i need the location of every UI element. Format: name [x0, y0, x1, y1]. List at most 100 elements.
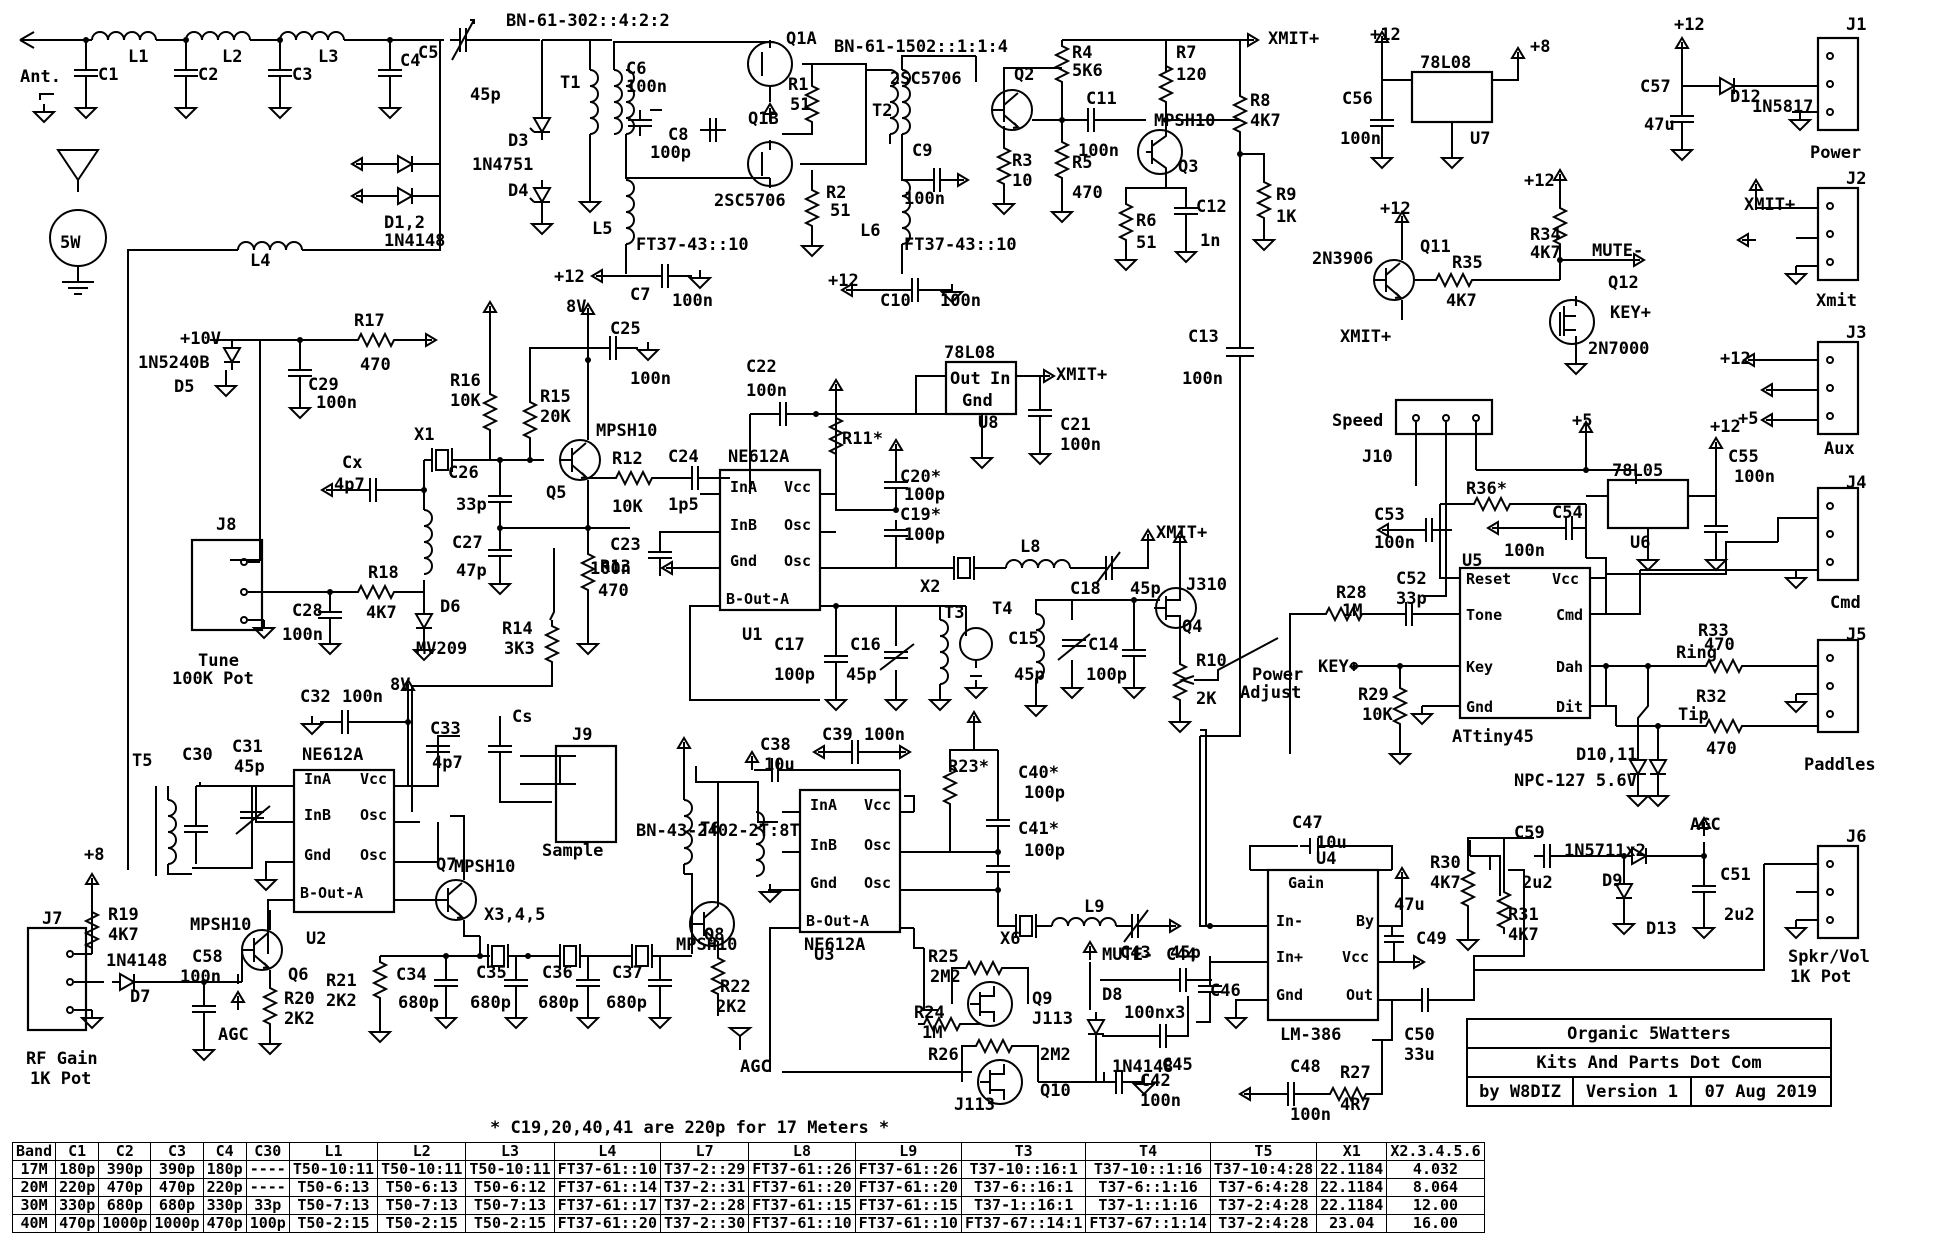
band-table-cell: FT37-67::1:14	[1085, 1214, 1211, 1233]
pin-inb: InB	[730, 516, 757, 534]
band-table-cell: T37-2::31	[659, 1178, 750, 1197]
tx-protection-diodes	[351, 39, 612, 235]
label-d12: D12	[1730, 87, 1761, 107]
label-p12: +12	[1380, 199, 1411, 219]
label-u6: U6	[1630, 533, 1650, 553]
band-table-cell: 470p	[55, 1214, 100, 1233]
pin-by: By	[1356, 912, 1374, 930]
label-c10v: 100n	[940, 291, 981, 311]
label-q2type: 2SC5706	[890, 69, 962, 89]
label-t6: T6	[700, 819, 720, 839]
label-keyp: KEY+	[1318, 657, 1359, 677]
label-c47: C47	[1292, 813, 1323, 833]
label-r25: R25	[928, 947, 959, 967]
band-table-header-cell: T4	[1085, 1142, 1211, 1161]
label-c23v: 100n	[590, 559, 631, 579]
label-p12: +12	[1370, 25, 1401, 45]
label-c21: C21	[1060, 415, 1091, 435]
label-u8reg: 78L08	[944, 343, 995, 363]
band-table-cell: T37-2::30	[659, 1214, 750, 1233]
pin-inp: In+	[1276, 948, 1303, 966]
label-paddles: Paddles	[1804, 755, 1876, 775]
label-c25: C25	[610, 319, 641, 339]
label-c48: C48	[1290, 1057, 1321, 1077]
band-table-header-cell: C2	[98, 1142, 152, 1161]
band-table-cell: FT37-61::17	[553, 1196, 662, 1215]
label-r12: R12	[612, 449, 643, 469]
band-table-cell: 16.00	[1386, 1214, 1485, 1233]
label-c28v: 100n	[282, 625, 323, 645]
rf-gain-q6	[26, 873, 283, 1061]
mixer-u1	[647, 360, 1155, 701]
band-table-cell: 12.00	[1386, 1196, 1485, 1215]
label-r4: R4	[1072, 43, 1092, 63]
band-table-cell: 680p	[98, 1196, 152, 1215]
label-c38: C38	[760, 735, 791, 755]
label-aux: Aux	[1824, 439, 1855, 459]
label-r11: R11*	[842, 429, 883, 449]
band-table-cell: 470p	[202, 1214, 247, 1233]
label-q3: Q3	[1178, 157, 1198, 177]
band-table-cell: T37-2:4:28	[1209, 1196, 1318, 1215]
label-ne612: NE612A	[804, 935, 865, 955]
label-agc: AGC	[218, 1025, 249, 1045]
label-d8type: 1N4148	[1112, 1057, 1173, 1077]
label-r19v: 4K7	[108, 925, 139, 945]
label-keyp: KEY+	[1610, 303, 1651, 323]
label-c59: C59	[1514, 823, 1545, 843]
label-c7: C7	[630, 285, 650, 305]
label-t5: T5	[132, 751, 152, 771]
label-bn611502: BN-61-1502::1:1:4	[834, 37, 1008, 57]
label-r13v: 470	[598, 581, 629, 601]
band-table-cell: 23.04	[1316, 1214, 1388, 1233]
band-table-cell: T50-10:11	[465, 1160, 555, 1179]
band-table-cell: T50-6:12	[465, 1178, 555, 1197]
label-u1: U1	[742, 625, 762, 645]
label-c19v: 100p	[904, 525, 945, 545]
label-c32v: 100n	[342, 687, 383, 707]
band-table-cell: T37-10::1:16	[1085, 1160, 1211, 1179]
label-c10: C10	[880, 291, 911, 311]
band-table-cell: 4.032	[1386, 1160, 1485, 1179]
pin-vcc: Vcc	[1552, 570, 1579, 588]
label-d13: D13	[1646, 919, 1677, 939]
label-ft3743b: FT37-43::10	[904, 235, 1017, 255]
label-r26: R26	[928, 1045, 959, 1065]
label-r35: R35	[1452, 253, 1483, 273]
label-lm386: LM-386	[1280, 1025, 1341, 1045]
band-table-cell: FT37-61::20	[854, 1178, 962, 1197]
band-table-header-cell: X1	[1316, 1142, 1388, 1161]
pin-reset: Reset	[1466, 570, 1511, 588]
band-table-cell: FT37-61::10	[553, 1160, 662, 1179]
label-plus8: +8	[1530, 37, 1550, 57]
band-table-cell: 330p	[55, 1196, 100, 1215]
label-c14v: 100p	[1086, 665, 1127, 685]
pin-gnd: Gnd	[810, 874, 837, 892]
label-q3type: MPSH10	[1154, 111, 1215, 131]
label-r4v: 5K6	[1072, 61, 1103, 81]
label-r20: R20	[284, 989, 315, 1009]
label-ring: Ring	[1676, 643, 1717, 663]
band-table-cell: T37-2::29	[659, 1160, 750, 1179]
label-c28: C28	[292, 601, 323, 621]
pin-dit: Dit	[1556, 698, 1583, 716]
label-r14v: 3K3	[504, 639, 535, 659]
label-c25v: 100n	[630, 369, 671, 389]
band-table-header-cell: C3	[150, 1142, 204, 1161]
label-r12v: 10K	[612, 497, 643, 517]
label-c16v: 45p	[846, 665, 877, 685]
label-q12: Q12	[1608, 273, 1639, 293]
label-p8: +8	[84, 845, 104, 865]
label-p10v: +10V	[180, 329, 221, 349]
label-c20: C20*	[900, 467, 941, 487]
label-c33v: 4p7	[432, 753, 463, 773]
label-c43: C43	[1120, 943, 1151, 963]
label-c51v: 2u2	[1724, 905, 1755, 925]
vfo-section	[190, 301, 730, 812]
label-c48v: 100n	[1290, 1105, 1331, 1125]
title-block-date: 07 Aug 2019	[1689, 1076, 1833, 1107]
label-c43v: 45p	[1170, 943, 1201, 963]
label-poweradj1: Power	[1252, 665, 1303, 685]
